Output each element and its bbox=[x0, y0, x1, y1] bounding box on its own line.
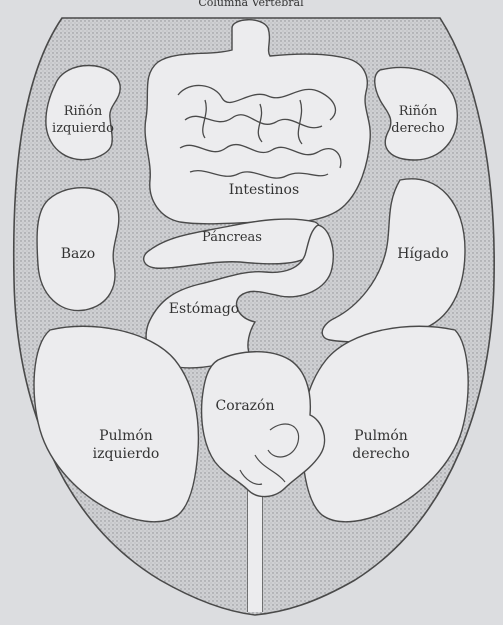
heart-vessels bbox=[239, 423, 300, 485]
label-liver: Hígado bbox=[397, 246, 448, 262]
label-kidney-left-1: Riñón bbox=[64, 104, 103, 119]
spleen-shape bbox=[36, 186, 120, 312]
label-kidney-right-2: derecho bbox=[391, 121, 445, 136]
label-lung-left-2: izquierdo bbox=[93, 446, 160, 462]
kidney-right-shape bbox=[374, 66, 458, 161]
stomach-shape bbox=[145, 224, 334, 369]
label-heart: Corazón bbox=[215, 398, 274, 414]
label-kidney-right-1: Riñón bbox=[399, 104, 438, 119]
top-caption: Columna Vertebral bbox=[198, 0, 304, 9]
label-lung-left-1: Pulmón bbox=[99, 428, 153, 444]
label-lung-right-1: Pulmón bbox=[354, 428, 408, 444]
label-lung-right-2: derecho bbox=[352, 446, 410, 462]
label-stomach: Estómago bbox=[169, 301, 239, 317]
label-spleen: Bazo bbox=[61, 246, 95, 262]
liver-shape bbox=[321, 178, 466, 343]
label-intestines: Intestinos bbox=[229, 182, 299, 198]
label-kidney-left-2: izquierdo bbox=[52, 121, 114, 136]
lung-left-shape bbox=[33, 325, 200, 523]
esophagus-fill bbox=[248, 470, 262, 612]
intestine-coils bbox=[177, 84, 342, 179]
lung-right-shape bbox=[300, 325, 469, 523]
label-pancreas: Páncreas bbox=[202, 230, 262, 245]
kidney-left-shape bbox=[45, 64, 121, 161]
heart-shape bbox=[200, 351, 326, 498]
